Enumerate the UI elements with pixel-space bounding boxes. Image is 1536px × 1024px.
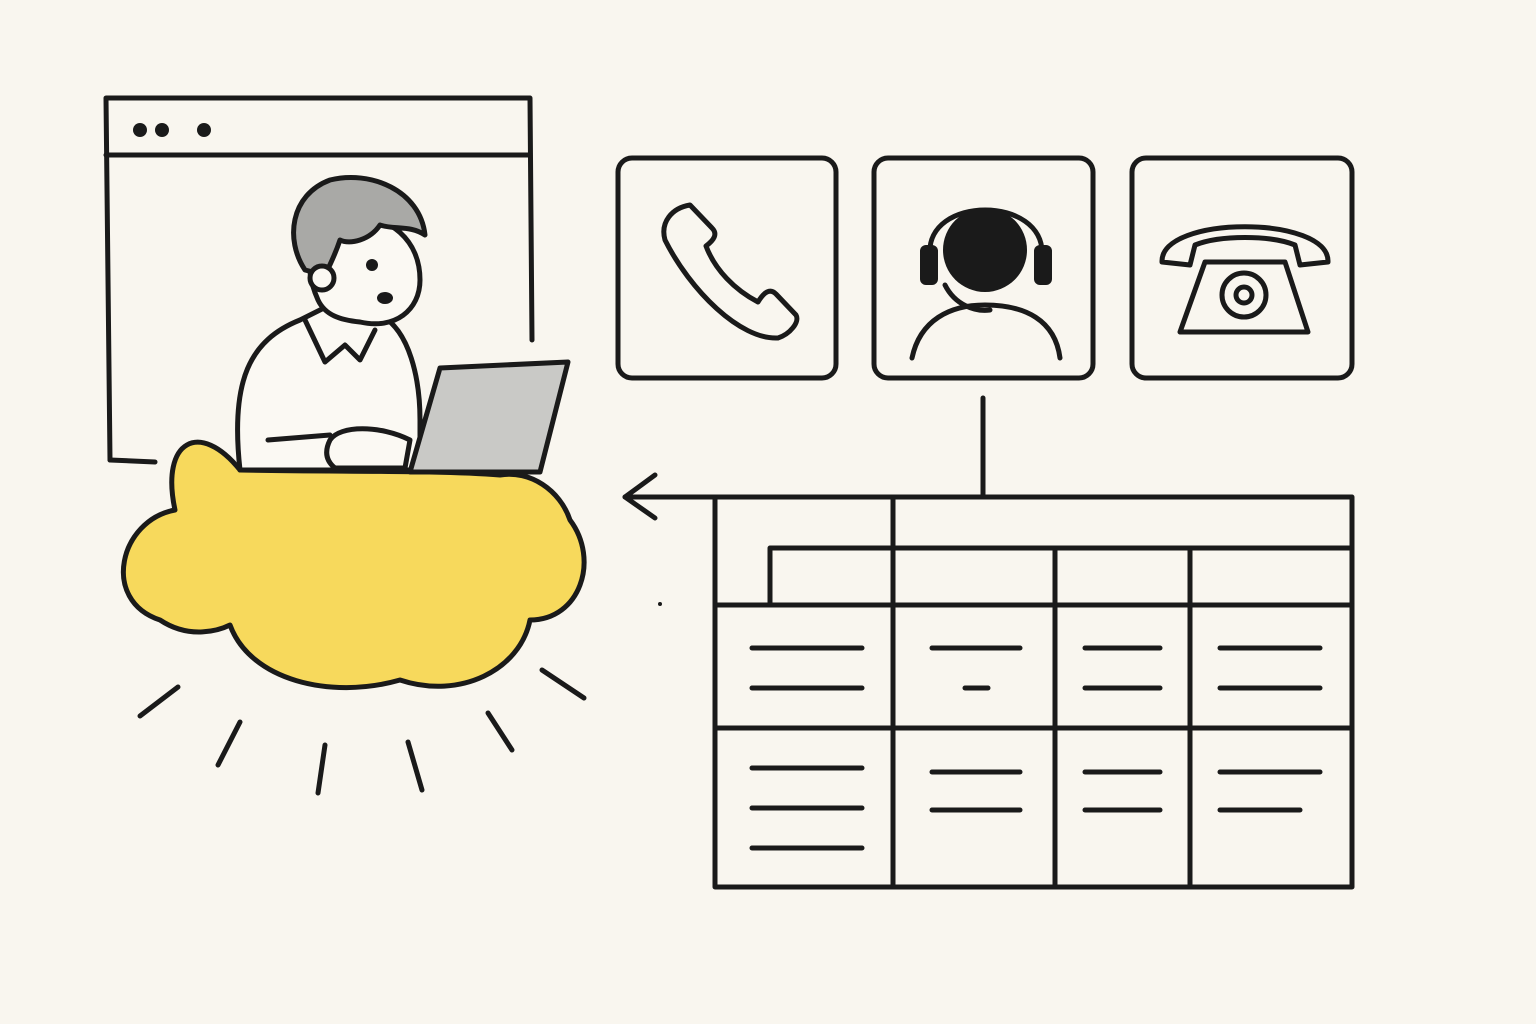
cloud-icon [121,439,587,691]
arrow-left-icon [622,472,718,521]
phone-handset-icon [615,155,839,381]
data-table-icon [712,494,1355,890]
glow-rays [137,667,587,796]
browser-window-icon [103,95,535,465]
rotary-telephone-icon [1129,155,1355,381]
person-with-laptop-icon [235,174,571,475]
support-agent-headset-icon [871,155,1096,381]
